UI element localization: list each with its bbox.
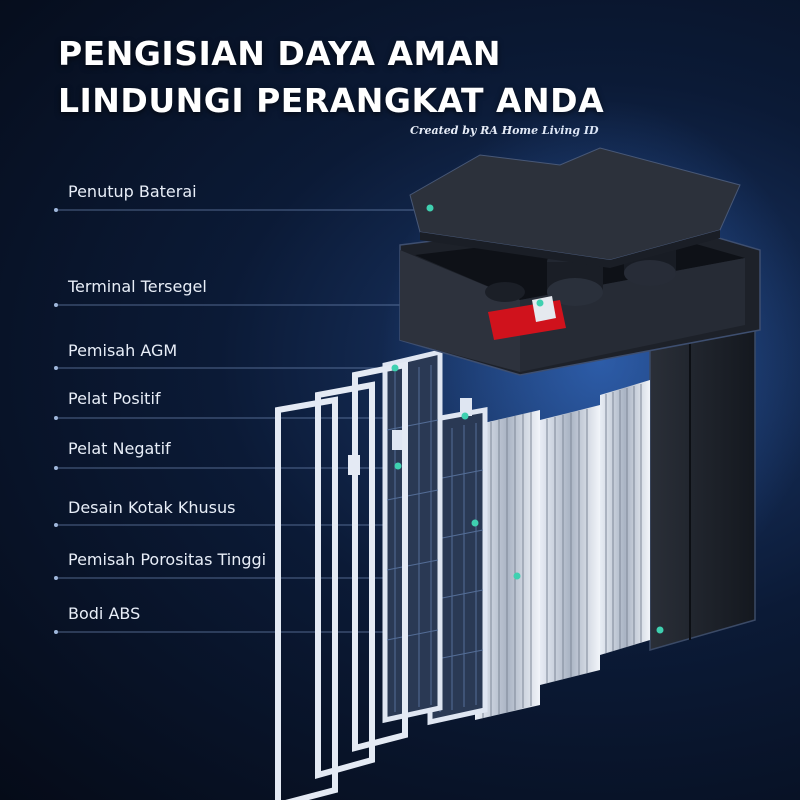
label-bullet <box>54 576 58 580</box>
plate-stack-mid <box>540 405 600 685</box>
label-sealed-terminal: Terminal Tersegel <box>68 277 207 296</box>
separator-tab <box>348 455 360 475</box>
agm-separator <box>352 361 408 752</box>
high-porosity-separator <box>275 396 338 800</box>
terminal-clip <box>532 296 556 322</box>
label-bullet <box>54 416 58 420</box>
label-bullet <box>54 303 58 307</box>
abs-body <box>649 299 756 651</box>
label-bullet <box>54 366 58 370</box>
plate-stack-rear <box>600 380 650 655</box>
headline-line-1: PENGISIAN DAYA AMAN <box>58 34 501 73</box>
label-bullet <box>54 630 58 634</box>
label-bullet <box>54 466 58 470</box>
battery-lid <box>409 147 741 268</box>
headline-line-2: LINDUNGI PERANGKAT ANDA <box>58 81 605 120</box>
label-bullet <box>54 208 58 212</box>
label-special-box-design: Desain Kotak Khusus <box>68 498 236 517</box>
special-box-frame <box>315 381 375 779</box>
label-negative-plate: Pelat Negatif <box>68 439 171 458</box>
label-battery-cover: Penutup Baterai <box>68 182 197 201</box>
callout-markers <box>391 204 664 634</box>
label-high-porosity-separator: Pemisah Porositas Tinggi <box>68 550 267 569</box>
positive-plate <box>382 348 443 724</box>
label-agm-separator: Pemisah AGM <box>68 341 178 360</box>
label-positive-plate: Pelat Positif <box>68 389 161 408</box>
headline: PENGISIAN DAYA AMAN LINDUNGI PERANGKAT A… <box>58 30 604 124</box>
label-abs-body: Bodi ABS <box>68 604 141 623</box>
label-bullet <box>54 523 58 527</box>
